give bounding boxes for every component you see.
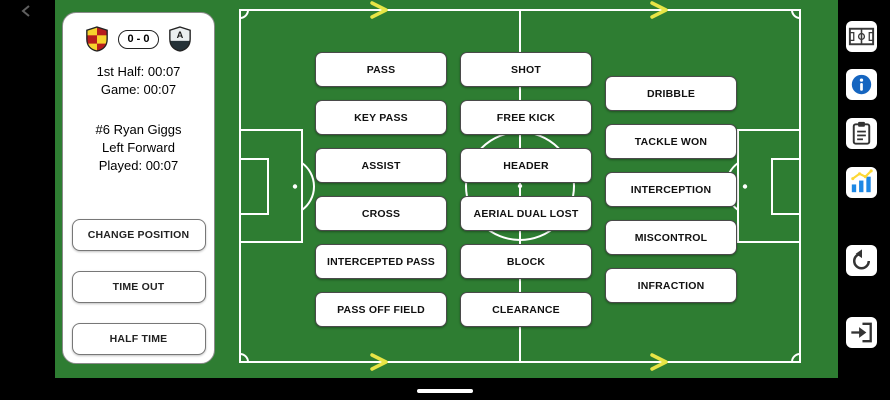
exit-icon	[851, 322, 872, 343]
score-display: 0 - 0	[118, 29, 159, 49]
match-info-panel: 0 - 0 A 1st Half: 00:07 Game: 00:07	[62, 12, 215, 364]
player-played-time: Played: 00:07	[98, 158, 179, 173]
clock-block: 1st Half: 00:07 Game: 00:07	[97, 63, 181, 99]
action-intercepted-pass[interactable]: INTERCEPTED PASS	[315, 244, 447, 279]
stats-chart-icon	[851, 169, 873, 193]
scoreboard: 0 - 0 A	[85, 25, 191, 53]
change-position-button[interactable]: CHANGE POSITION	[71, 219, 206, 251]
action-tackle-won[interactable]: TACKLE WON	[605, 124, 737, 159]
action-key-pass[interactable]: KEY PASS	[315, 100, 447, 135]
action-block[interactable]: BLOCK	[460, 244, 592, 279]
match-sheet-button[interactable]	[846, 118, 877, 149]
action-free-kick[interactable]: FREE KICK	[460, 100, 592, 135]
action-infraction[interactable]: INFRACTION	[605, 268, 737, 303]
clipboard-icon	[852, 121, 871, 145]
half-time-label: 1st Half: 00:07	[96, 64, 181, 79]
gesture-handle[interactable]	[417, 388, 473, 393]
action-dribble[interactable]: DRIBBLE	[605, 76, 737, 111]
away-team-badge: A	[168, 26, 191, 52]
info-icon	[851, 74, 872, 95]
player-name: #6 Ryan Giggs	[95, 122, 182, 137]
undo-button[interactable]	[846, 245, 877, 276]
action-interception[interactable]: INTERCEPTION	[605, 172, 737, 207]
action-pass-off-field[interactable]: PASS OFF FIELD	[315, 292, 447, 327]
exit-button[interactable]	[846, 317, 877, 348]
action-assist[interactable]: ASSIST	[315, 148, 447, 183]
undo-icon	[853, 249, 871, 270]
pitch-view-icon	[848, 27, 875, 46]
time-out-button[interactable]: TIME OUT	[71, 271, 206, 303]
pitch-view-button[interactable]	[846, 21, 877, 52]
info-button[interactable]	[846, 69, 877, 100]
stats-button[interactable]	[846, 167, 877, 198]
action-aerial-dual-lost[interactable]: AERIAL DUAL LOST	[460, 196, 592, 231]
action-clearance[interactable]: CLEARANCE	[460, 292, 592, 327]
away-badge-letter: A	[176, 30, 183, 40]
action-shot[interactable]: SHOT	[460, 52, 592, 87]
action-cross[interactable]: CROSS	[315, 196, 447, 231]
action-miscontrol[interactable]: MISCONTROL	[605, 220, 737, 255]
action-pass[interactable]: PASS	[315, 52, 447, 87]
back-icon[interactable]	[20, 4, 32, 23]
player-position: Left Forward	[102, 140, 175, 155]
player-block: #6 Ryan Giggs Left Forward Played: 00:07	[96, 121, 182, 175]
panel-buttons: CHANGE POSITION TIME OUT HALF TIME	[71, 219, 206, 355]
home-team-badge	[86, 26, 109, 52]
action-header[interactable]: HEADER	[460, 148, 592, 183]
half-time-button[interactable]: HALF TIME	[71, 323, 206, 355]
pitch-area: 0 - 0 A 1st Half: 00:07 Game: 00:07	[55, 0, 838, 378]
game-time-label: Game: 00:07	[100, 82, 177, 97]
